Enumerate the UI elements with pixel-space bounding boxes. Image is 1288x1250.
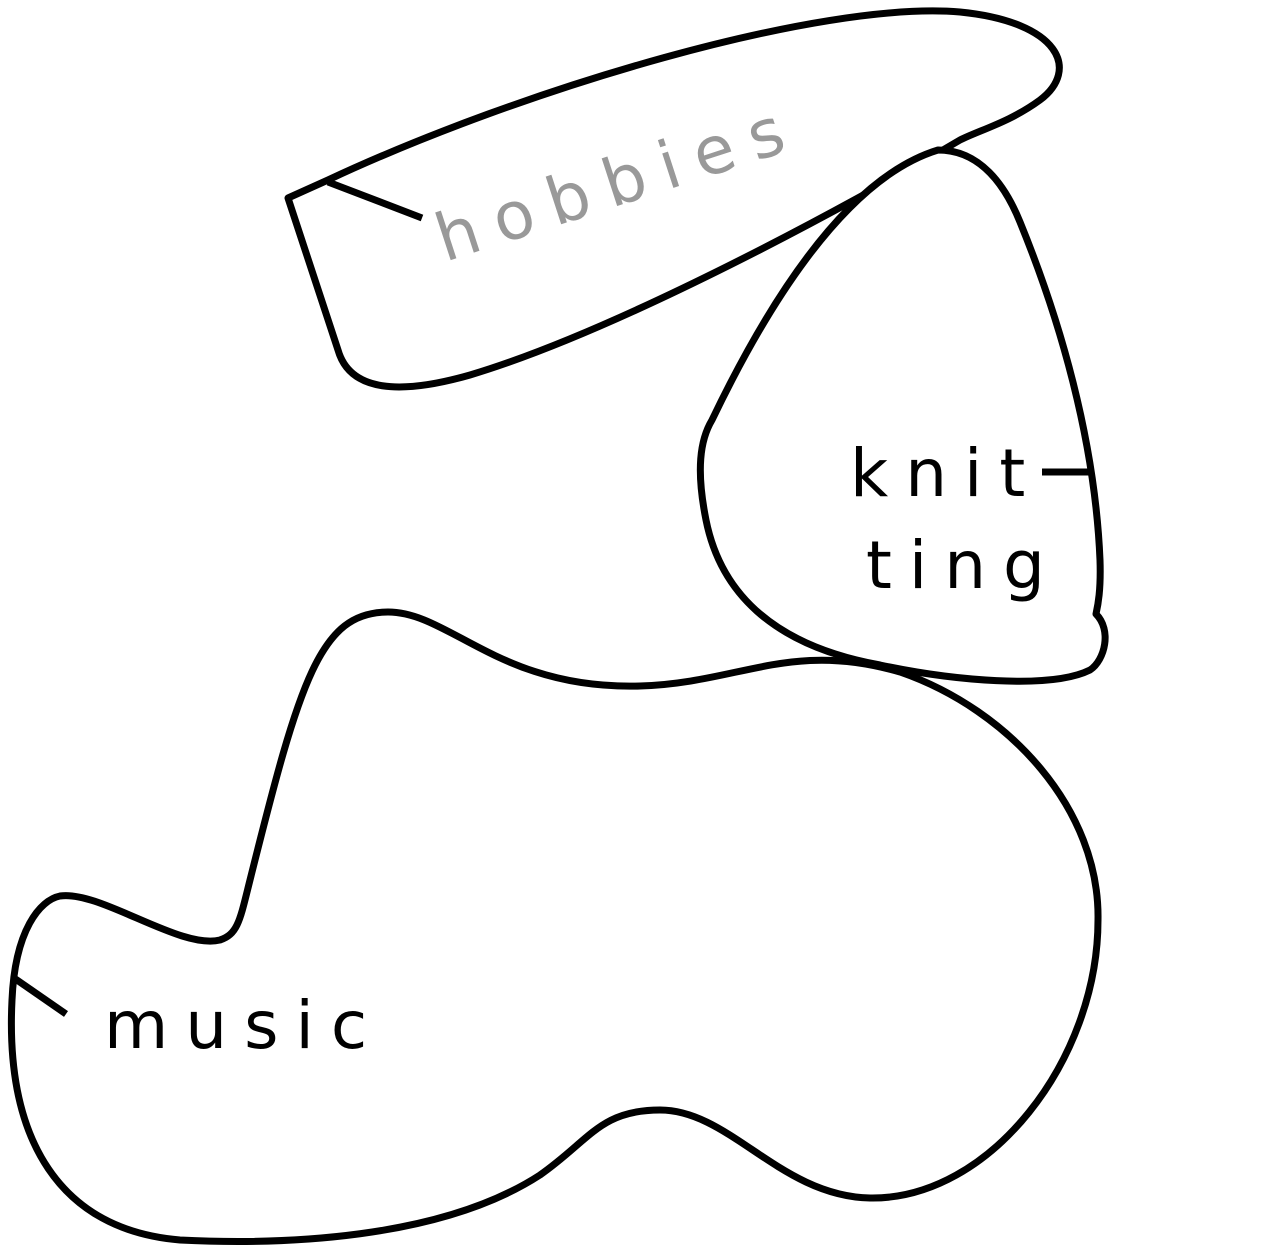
- hobbies-leader-line: [326, 178, 424, 222]
- music-leader-line: [12, 975, 68, 1017]
- knitting-label-line1: knit: [850, 435, 1042, 512]
- music-label: music: [104, 987, 384, 1064]
- hobbies-region: hobbies: [284, 7, 1063, 391]
- knitting-region: knit ting: [696, 146, 1109, 685]
- hobbies-outline: [284, 7, 1063, 391]
- music-outline: [7, 608, 1102, 1245]
- music-region: music: [7, 608, 1102, 1245]
- knitting-outline: [696, 146, 1109, 685]
- knitting-label-line2: ting: [866, 527, 1062, 604]
